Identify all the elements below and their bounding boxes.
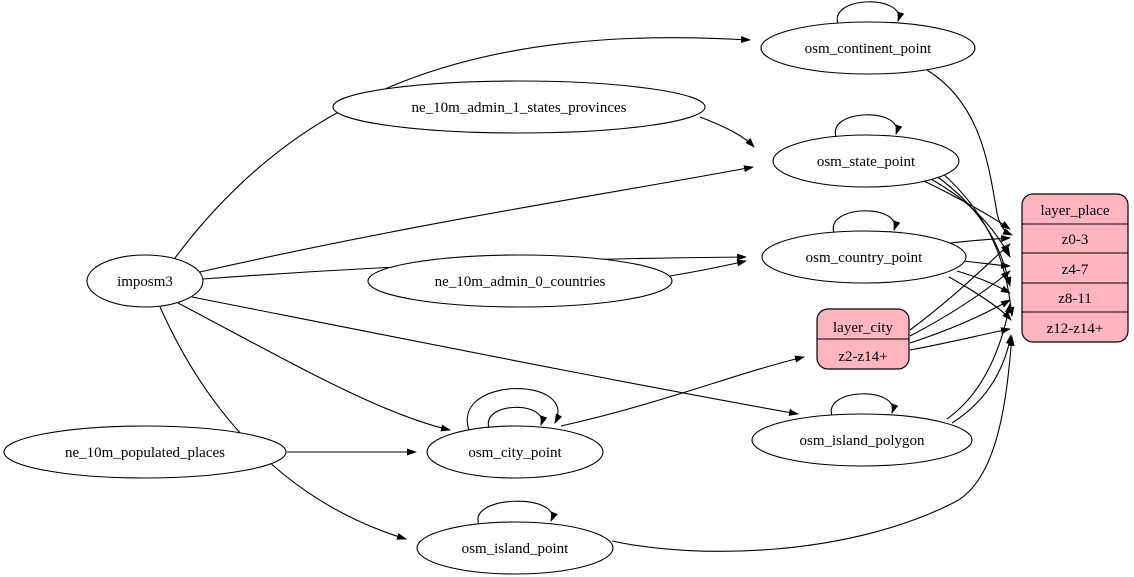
node-osm_country_point-label: osm_country_point	[806, 250, 923, 266]
node-osm_island_point: osm_island_point	[416, 521, 614, 575]
node-osm_continent_point-label: osm_continent_point	[805, 41, 932, 57]
node-layer_place-shape	[1021, 193, 1129, 343]
edge-imposm3-osm_continent_point	[171, 35, 751, 263]
edge-imposm3-osm_state_point	[199, 165, 754, 273]
edge-layer_city-layer_place-z8-11	[909, 299, 1011, 344]
node-ne_10m_admin_1_states_provinces: ne_10m_admin_1_states_provinces	[332, 80, 706, 134]
edge-osm_city_point-layer_city-z2-z14	[560, 355, 805, 427]
node-osm_city_point: osm_city_point	[426, 425, 604, 479]
node-osm_country_point-shape	[761, 230, 967, 284]
edge-osm_country_point-layer_place-z12-z14	[948, 276, 1012, 321]
node-layer_place: layer_place z0-3 z4-7 z8-11 z12-z14+	[1021, 193, 1129, 343]
self-loop-osm_continent_point	[836, 1, 905, 25]
edge-imposm3-osm_island_point	[159, 306, 407, 540]
edge-ne_10m_admin_0_countries-osm_country_point	[669, 259, 747, 277]
node-osm_island_point-shape	[416, 521, 614, 575]
node-imposm3-shape	[86, 254, 204, 308]
edge-osm_country_point-layer_place-z8-11	[956, 270, 1011, 294]
node-osm_country_point: osm_country_point	[761, 230, 967, 284]
self-loop-osm_state_point	[834, 114, 903, 138]
self-loop-osm_city_point-inner	[487, 406, 548, 429]
self-loop-osm_city_point-outer	[466, 388, 563, 431]
edge-osm_country_point-layer_place-z0-3	[950, 235, 1011, 244]
self-loop-osm_country_point	[832, 210, 901, 234]
layer_city-row-z2-z14: z2-z14+	[838, 349, 887, 365]
edge-layer_city-layer_place-z4-7	[909, 270, 1011, 337]
edge-layer_city-layer_place-z0-3	[909, 243, 1011, 331]
layer_place-row-z8-11: z8-11	[1058, 291, 1092, 307]
node-osm_state_point-label: osm_state_point	[817, 154, 916, 170]
node-layer_city: layer_city z2-z14+	[816, 308, 910, 370]
layer_city-title: layer_city	[833, 320, 893, 336]
node-osm_continent_point-shape	[760, 21, 976, 75]
edge-ne_10m_admin_1_states_provinces-osm_state_point	[699, 116, 755, 148]
node-ne_10m_admin_1_states_provinces-label: ne_10m_admin_1_states_provinces	[412, 100, 627, 116]
node-ne_10m_admin_0_countries: ne_10m_admin_0_countries	[367, 254, 673, 308]
layer_place-row-z4-7: z4-7	[1062, 262, 1089, 278]
node-osm_island_polygon-shape	[751, 413, 973, 467]
node-ne_10m_admin_0_countries-shape	[367, 254, 673, 308]
edge-osm_state_point-layer_place-z0-3	[921, 179, 1011, 230]
edge-osm_continent_point-layer_place-z0-3	[926, 69, 1013, 236]
edge-layer_city-layer_place-z12-z14	[909, 327, 1011, 351]
layer_place-title: layer_place	[1040, 203, 1109, 219]
layer_place-row-z0-3: z0-3	[1062, 232, 1089, 248]
node-osm_state_point-shape	[772, 134, 960, 188]
edge-imposm3-osm_island_polygon	[191, 296, 799, 416]
edge-osm_island_polygon-layer_place-z8-11	[946, 303, 1012, 420]
node-ne_10m_populated_places-shape	[3, 425, 287, 479]
self-loop-osm_island_polygon	[830, 393, 899, 417]
self-loop-osm_island_point	[477, 500, 558, 526]
node-ne_10m_populated_places: ne_10m_populated_places	[3, 425, 287, 479]
node-osm_city_point-label: osm_city_point	[468, 445, 562, 461]
edge-imposm3-osm_city_point	[177, 302, 451, 432]
node-osm_state_point: osm_state_point	[772, 134, 960, 188]
node-osm_island_polygon-label: osm_island_polygon	[799, 433, 925, 449]
node-ne_10m_populated_places-label: ne_10m_populated_places	[65, 445, 225, 461]
edge-osm_island_point-layer_place-z12-z14	[611, 336, 1015, 552]
node-osm_island_polygon: osm_island_polygon	[751, 413, 973, 467]
node-osm_island_point-label: osm_island_point	[462, 541, 570, 557]
node-ne_10m_admin_1_states_provinces-shape	[332, 80, 706, 134]
edge-osm_island_polygon-layer_place-z12-z14	[951, 334, 1013, 424]
node-imposm3-label: imposm3	[117, 274, 173, 290]
node-imposm3: imposm3	[86, 254, 204, 308]
layer_place-row-z12-z14: z12-z14+	[1047, 321, 1104, 337]
node-osm_continent_point: osm_continent_point	[760, 21, 976, 75]
node-ne_10m_admin_0_countries-label: ne_10m_admin_0_countries	[435, 274, 606, 290]
node-osm_city_point-shape	[426, 425, 604, 479]
